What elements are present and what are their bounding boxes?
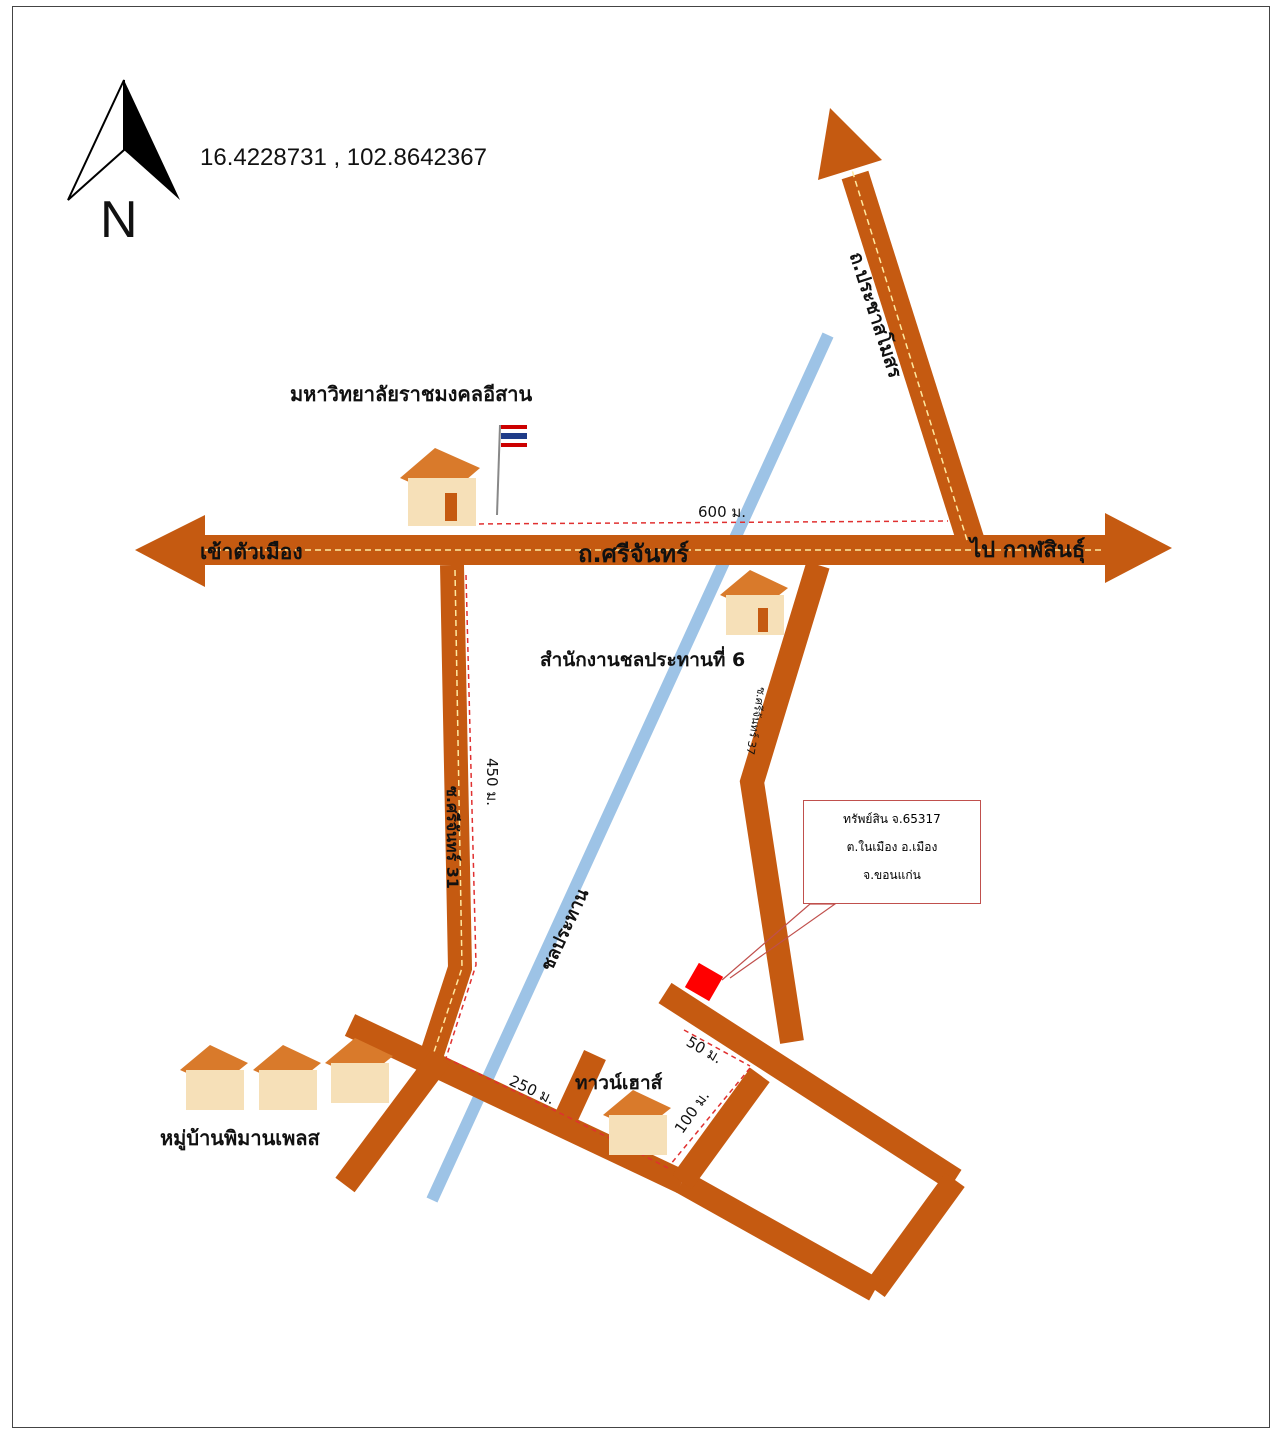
map-frame <box>12 6 1270 1428</box>
road-stub <box>554 1049 606 1126</box>
property-line-3: จ.ขอนแก่น <box>863 868 921 882</box>
arrow-head-north <box>818 108 882 180</box>
canal <box>426 332 834 1203</box>
road-soi31 <box>418 564 473 1064</box>
property-marker <box>684 962 724 1002</box>
distance-600: 600 ม. <box>698 503 747 521</box>
label-village: หมู่บ้านพิมานเพลส <box>160 1126 320 1150</box>
distance-450: 450 ม. <box>483 757 502 807</box>
house-icons <box>180 448 788 1155</box>
coordinates: 16.4228731 , 102.8642367 <box>200 144 487 171</box>
label-to-city: เข้าตัวเมือง <box>200 540 303 564</box>
north-arrow-icon <box>67 79 180 201</box>
property-line-2: ต.ในเมือง อ.เมือง <box>846 840 938 854</box>
road-soi37 <box>739 561 830 1044</box>
north-label: N <box>100 191 138 249</box>
road-prachasamosorn <box>841 170 986 550</box>
label-main-road: ถ.ศรีจันทร์ <box>578 540 689 568</box>
callout-pointer <box>721 903 837 981</box>
label-to-kalasin: ไป กาฬสินธุ์ <box>970 538 1086 563</box>
road-bottom-b <box>658 982 962 1191</box>
label-townhouse: ทาวน์เฮาส์ <box>575 1072 663 1094</box>
flag-icon <box>496 424 527 516</box>
road-village <box>335 1050 450 1193</box>
road-bottom-a <box>344 1014 688 1193</box>
arrow-head-west <box>135 515 205 587</box>
road-bottom-d <box>676 1171 881 1301</box>
property-line-1: ทรัพย์สิน จ.65317 <box>843 812 941 826</box>
road-bottom-c <box>865 1172 965 1298</box>
label-irrigation-office: สำนักงานชลประทานที่ 6 <box>540 649 746 671</box>
property-callout: ทรัพย์สิน จ.65317 ต.ในเมือง อ.เมือง จ.ขอ… <box>803 800 981 904</box>
arrow-head-east <box>1105 513 1172 583</box>
road-bottom-e <box>672 1067 770 1190</box>
label-university: มหาวิทยาลัยราชมงคลอีสาน <box>290 382 533 406</box>
label-soi31: ซ.ศรีจันทร์ 31 <box>442 786 462 889</box>
